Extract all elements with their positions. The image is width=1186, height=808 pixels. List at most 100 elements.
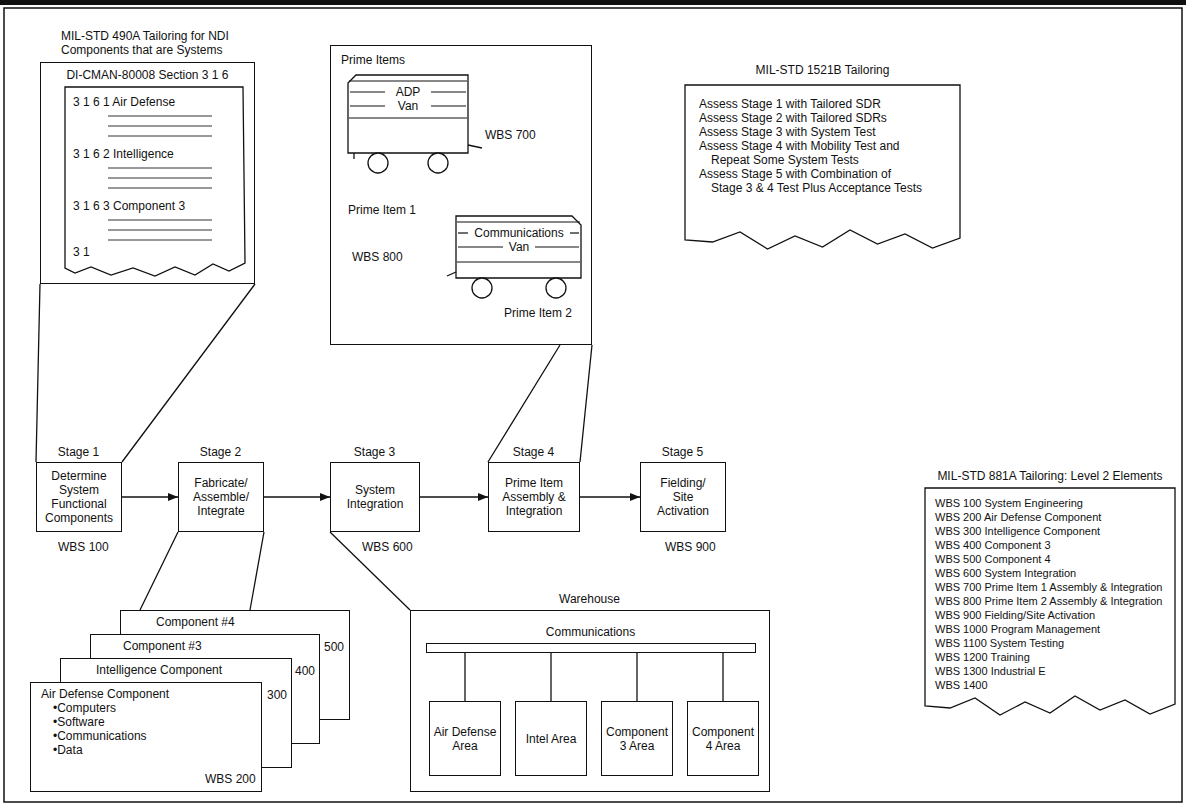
van-stripe	[458, 246, 503, 247]
van-stripe	[350, 105, 385, 106]
van-stripes	[349, 81, 580, 262]
section-heading: 3 1 6 1 Air Defense	[73, 95, 243, 109]
wbs-number: WBS 200	[205, 772, 256, 786]
text-rule	[108, 116, 212, 117]
stage-label: Stage 5	[631, 445, 734, 459]
wbs-line: WBS 1400	[935, 678, 1169, 692]
area-box: Component 4 Area	[687, 701, 759, 776]
stage-text: System Integration	[335, 483, 415, 511]
spec-page-outline	[65, 87, 245, 276]
spec-page-outline	[65, 87, 245, 277]
flow-arrow	[264, 496, 330, 497]
communications-van-outline	[456, 216, 581, 278]
van-stripe	[457, 221, 580, 222]
panel-heading: Prime Items	[341, 53, 461, 67]
panel-heading: MIL-STD 1521B Tailoring	[685, 63, 960, 77]
component-heading: Air Defense Component	[41, 687, 253, 701]
warehouse: WarehouseCommunicationsAir Defense AreaI…	[410, 610, 770, 792]
callout-line	[550, 653, 551, 701]
van-stripe	[431, 91, 466, 92]
panel-heading: MIL-STD 490A Tailoring for NDI Component…	[61, 29, 266, 57]
van-text: Communications Van	[470, 226, 568, 254]
callout-number: 400	[295, 664, 315, 678]
bus-label: Communications	[427, 625, 754, 639]
text-rule	[108, 220, 212, 221]
wbs-line: WBS 1100 System Testing	[935, 636, 1169, 650]
van-stripe	[349, 117, 467, 118]
adp-van-outline	[353, 153, 354, 159]
stage-text: Prime Item Assembly & Integration	[493, 476, 575, 518]
callout-line	[488, 345, 592, 462]
callout-line	[722, 653, 723, 701]
page-frame	[4, 8, 1182, 802]
wheel	[368, 153, 388, 173]
stage-label: Stage 2	[169, 445, 272, 459]
wbs-number: WBS 600	[362, 540, 413, 554]
wbs-line: WBS 900 Fielding/Site Activation	[935, 608, 1169, 622]
wbs-number: WBS 900	[665, 540, 716, 554]
flow-arrow	[420, 496, 488, 497]
wheel	[428, 153, 448, 173]
stage-text: Determine System Functional Components	[41, 469, 117, 525]
text-rule	[108, 230, 212, 231]
list-item: Assess Stage 1 with Tailored SDR	[699, 97, 923, 111]
communications-van: Communications VanPrime Item 2	[456, 216, 586, 326]
area-box: Intel Area	[515, 701, 587, 776]
list-item: Assess Stage 5 with Combination of Stage…	[699, 167, 923, 195]
callout-number: 300	[267, 688, 287, 702]
callout-number: 500	[324, 640, 344, 654]
review-panel: MIL-STD 1521B TailoringAssess Stage 1 wi…	[685, 85, 960, 250]
wbs-line: WBS 700 Prime Item 1 Assembly & Integrat…	[935, 580, 1169, 594]
text-rule-lines	[108, 116, 212, 240]
stage-box: Stage 1Determine System Functional Compo…	[36, 462, 122, 532]
van-stripe	[431, 105, 466, 106]
wbs-line: WBS 1200 Training	[935, 650, 1169, 664]
list-item: Assess Stage 4 with Mobility Test and Re…	[699, 139, 923, 167]
text-rule	[108, 178, 212, 179]
wbs-line: WBS 1300 Industrial E	[935, 664, 1169, 678]
stage-box: Stage 5Fielding/ Site Activation	[640, 462, 726, 532]
review-panel-outline	[685, 85, 960, 249]
section-heading: 3 1 6 3 Component 3	[73, 199, 243, 213]
van-stripe	[535, 246, 579, 247]
top-band	[0, 0, 1186, 5]
component-heading: Component #3	[123, 639, 311, 653]
prime-items-panel: Prime ItemsADP VanPrime Item 1Communicat…	[330, 45, 592, 345]
flow-arrow	[122, 496, 178, 497]
callout-line	[464, 653, 465, 701]
adp-van: ADP VanPrime Item 1	[348, 75, 483, 220]
text-rule	[108, 136, 212, 137]
area-box: Component 3 Area	[601, 701, 673, 776]
adp-van-outline	[348, 75, 468, 153]
spec-page: 3 1 6 1 Air Defense 3 1 6 2 Intelligence 3…	[65, 87, 245, 277]
wbs-line: WBS 600 System Integration	[935, 566, 1169, 580]
panel-heading: Warehouse	[411, 592, 768, 606]
bullet-item: •Software	[41, 715, 253, 729]
component-heading: Component #4	[156, 615, 341, 629]
callout-line	[36, 284, 255, 462]
section-heading: 3 1	[73, 245, 243, 259]
wbs-panel: MIL-STD 881A Tailoring: Level 2 Elements…	[925, 488, 1175, 716]
communications-bus: Communications	[426, 643, 756, 653]
wbs-line: WBS 100 System Engineering	[935, 496, 1169, 510]
wbs-line: WBS 200 Air Defense Component	[935, 510, 1169, 524]
callout-line	[636, 653, 637, 701]
panel-subheading: DI-CMAN-80008 Section 3 1 6	[41, 68, 254, 82]
stage-box: Stage 3System Integration	[330, 462, 420, 532]
bullet-item: •Communications	[41, 729, 253, 743]
area-box: Air Defense Area	[429, 701, 501, 776]
text-rule	[108, 126, 212, 127]
wbs-line: WBS 800 Prime Item 2 Assembly & Integrat…	[935, 594, 1169, 608]
wbs-number: WBS 700	[485, 128, 536, 142]
wbs-line: WBS 300 Intelligence Component	[935, 524, 1169, 538]
flow-arrow	[580, 496, 640, 497]
bullet-item: •Data	[41, 743, 253, 757]
component-heading: Intelligence Component	[96, 663, 283, 677]
wbs-line: WBS 400 Component 3	[935, 538, 1169, 552]
panel-heading: MIL-STD 881A Tailoring: Level 2 Elements	[925, 469, 1175, 483]
adp-van-outline	[468, 145, 482, 148]
wbs-line: WBS 500 Component 4	[935, 552, 1169, 566]
text-rule	[108, 240, 212, 241]
van-stripe	[350, 91, 385, 92]
section-heading: 3 1 6 2 Intelligence	[73, 147, 243, 161]
